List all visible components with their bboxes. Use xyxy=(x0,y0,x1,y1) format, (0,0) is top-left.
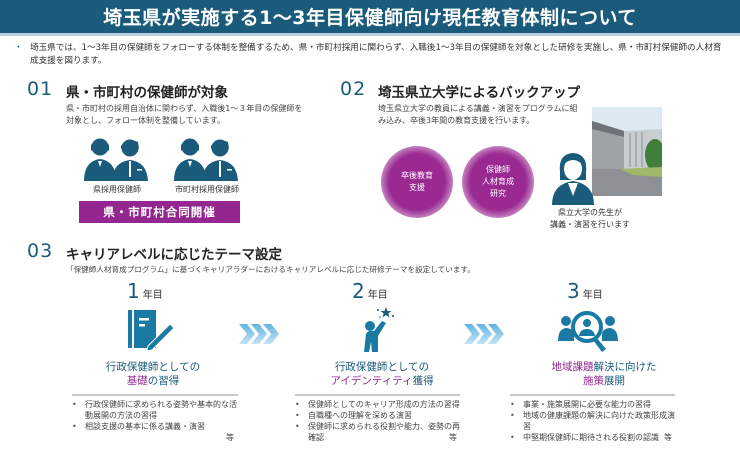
year-number: 1 xyxy=(127,279,140,303)
topic-item: 相談支援の基本に係る講義・演習 xyxy=(70,421,240,432)
year-unit: 年目 xyxy=(142,290,163,301)
section-3-description: 「保健師人材育成プログラム」に基づくキャリアラダーにおけるキャリアレベルに応じた… xyxy=(66,265,475,274)
section-2-number: 02 xyxy=(340,78,367,100)
divider xyxy=(72,394,238,396)
progress-arrows-icon xyxy=(239,324,279,344)
intro-paragraph: ・ 埼玉県では、1～3年目の保健師をフォローする体制を整備するため、県・市町村採… xyxy=(14,42,726,68)
section-2-description: 埼玉県立大学の教員による講義・演習をプログラムに組み込み、卒後3年間の教育支援を… xyxy=(378,104,578,125)
year-2-theme-line-2: アイデンティティ獲得 xyxy=(297,374,467,388)
theme-text: 獲得 xyxy=(412,375,434,387)
section-2-title: 埼玉県立大学によるバックアップ xyxy=(378,85,581,101)
group-label-municipal: 市町村採用保健師 xyxy=(175,185,239,194)
year-3-theme: 地域課題解決に向けた 施策展開 xyxy=(519,360,689,388)
bullet-marker: ・ xyxy=(14,43,23,53)
section-3-title: キャリアレベルに応じたテーマ設定 xyxy=(66,247,282,263)
reach-star-icon xyxy=(364,307,394,352)
theme-text: 行政保健師としての xyxy=(105,361,201,373)
year-1-theme-line-1: 行政保健師としての xyxy=(68,360,238,374)
topic-item: 行政保健師に求められる姿勢や基本的な活動展開の方法の習得 xyxy=(70,399,240,421)
theme-highlight: 施策 xyxy=(583,375,604,387)
theme-text: 解決に向けた xyxy=(593,361,657,373)
topic-item: 事業・施策展開に必要な能力の習得 xyxy=(508,399,678,410)
divider xyxy=(295,394,460,396)
topic-item: 地域の健康課題の解決に向けた政策形成演習 xyxy=(508,410,678,432)
etc-mark: 等 xyxy=(226,433,234,442)
year-3-theme-line-1: 地域課題解決に向けた xyxy=(519,360,689,374)
notebook-pen-icon xyxy=(128,310,175,352)
theme-highlight: アイデンティティ xyxy=(330,375,413,387)
progress-arrows-icon xyxy=(464,324,504,344)
section-1-number: 01 xyxy=(27,78,54,100)
year-1-topics: 行政保健師に求められる姿勢や基本的な活動展開の方法の習得 相談支援の基本に係る講… xyxy=(70,399,240,443)
theme-text: 展開 xyxy=(604,375,625,387)
circle-text-line: 研究 xyxy=(490,189,506,198)
year-unit: 年目 xyxy=(367,290,388,301)
topic-item: 保健師に求められる役割や能力、姿勢の再確認 xyxy=(293,421,463,443)
teacher-caption-line: 講義・演習を行います xyxy=(550,220,630,229)
intro-text: 埼玉県では、1～3年目の保健師をフォローする体制を整備するため、県・市町村採用に… xyxy=(30,43,722,66)
university-building-photo xyxy=(592,107,662,196)
year-number: 3 xyxy=(567,279,580,303)
section-1-description: 県・市町村の採用自治体に関わらず、入職後1～３年目の保健師を対象とし、フォロー体… xyxy=(66,104,303,125)
section-1-title: 県・市町村の保健師が対象 xyxy=(66,85,228,101)
people-pair-icon xyxy=(174,138,238,181)
divider xyxy=(510,394,675,396)
teacher-caption-line: 県立大学の先生が xyxy=(558,208,622,217)
section-3-number: 03 xyxy=(27,240,54,262)
topic-item: 自職種への理解を深める演習 xyxy=(293,410,463,421)
support-circle-research: 保健師 人材育成 研究 xyxy=(462,146,534,218)
circle-text-line: 支援 xyxy=(409,183,425,192)
year-1-theme-line-2: 基礎の習得 xyxy=(68,374,238,388)
theme-text: の習得 xyxy=(147,375,180,387)
page-title: 埼玉県が実施する1～3年目保健師向け現任教育体制について xyxy=(103,7,637,29)
topic-item: 保健師としてのキャリア形成の方法の習得 xyxy=(293,399,463,410)
circle-text-line: 保健師 xyxy=(486,165,510,174)
teacher-caption: 県立大学の先生が 講義・演習を行います xyxy=(540,207,640,231)
year-1-theme: 行政保健師としての 基礎の習得 xyxy=(68,360,238,388)
year-unit: 年目 xyxy=(582,290,603,301)
teacher-icon xyxy=(552,153,594,205)
year-2-topics: 保健師としてのキャリア形成の方法の習得 自職種への理解を深める演習 保健師に求め… xyxy=(293,399,463,443)
people-pair-icon xyxy=(84,138,148,181)
topic-item: 中堅期保健師に期待される役割の認識 xyxy=(508,432,678,443)
year-number: 2 xyxy=(352,279,365,303)
circle-text-line: 卒後教育 xyxy=(401,171,433,180)
page-header: 埼玉県が実施する1～3年目保健師向け現任教育体制について xyxy=(0,0,740,36)
year-2-theme-line-1: 行政保健師としての xyxy=(297,360,467,374)
group-label-prefecture: 県採用保健師 xyxy=(93,185,141,194)
year-3-theme-line-2: 施策展開 xyxy=(519,374,689,388)
magnifier-community-icon xyxy=(558,311,618,352)
year-2-theme: 行政保健師としての アイデンティティ獲得 xyxy=(297,360,467,388)
year-3-topics: 事業・施策展開に必要な能力の習得 地域の健康課題の解決に向けた政策形成演習 中堅… xyxy=(508,399,678,443)
joint-session-banner: 県・市町村合同開催 xyxy=(79,201,240,223)
theme-text: 行政保健師としての xyxy=(334,361,430,373)
theme-highlight: 基礎 xyxy=(126,375,148,387)
circle-text-line: 人材育成 xyxy=(482,177,514,186)
theme-highlight: 地域課題 xyxy=(551,361,594,373)
support-circle-postgrad: 卒後教育 支援 xyxy=(381,146,453,218)
